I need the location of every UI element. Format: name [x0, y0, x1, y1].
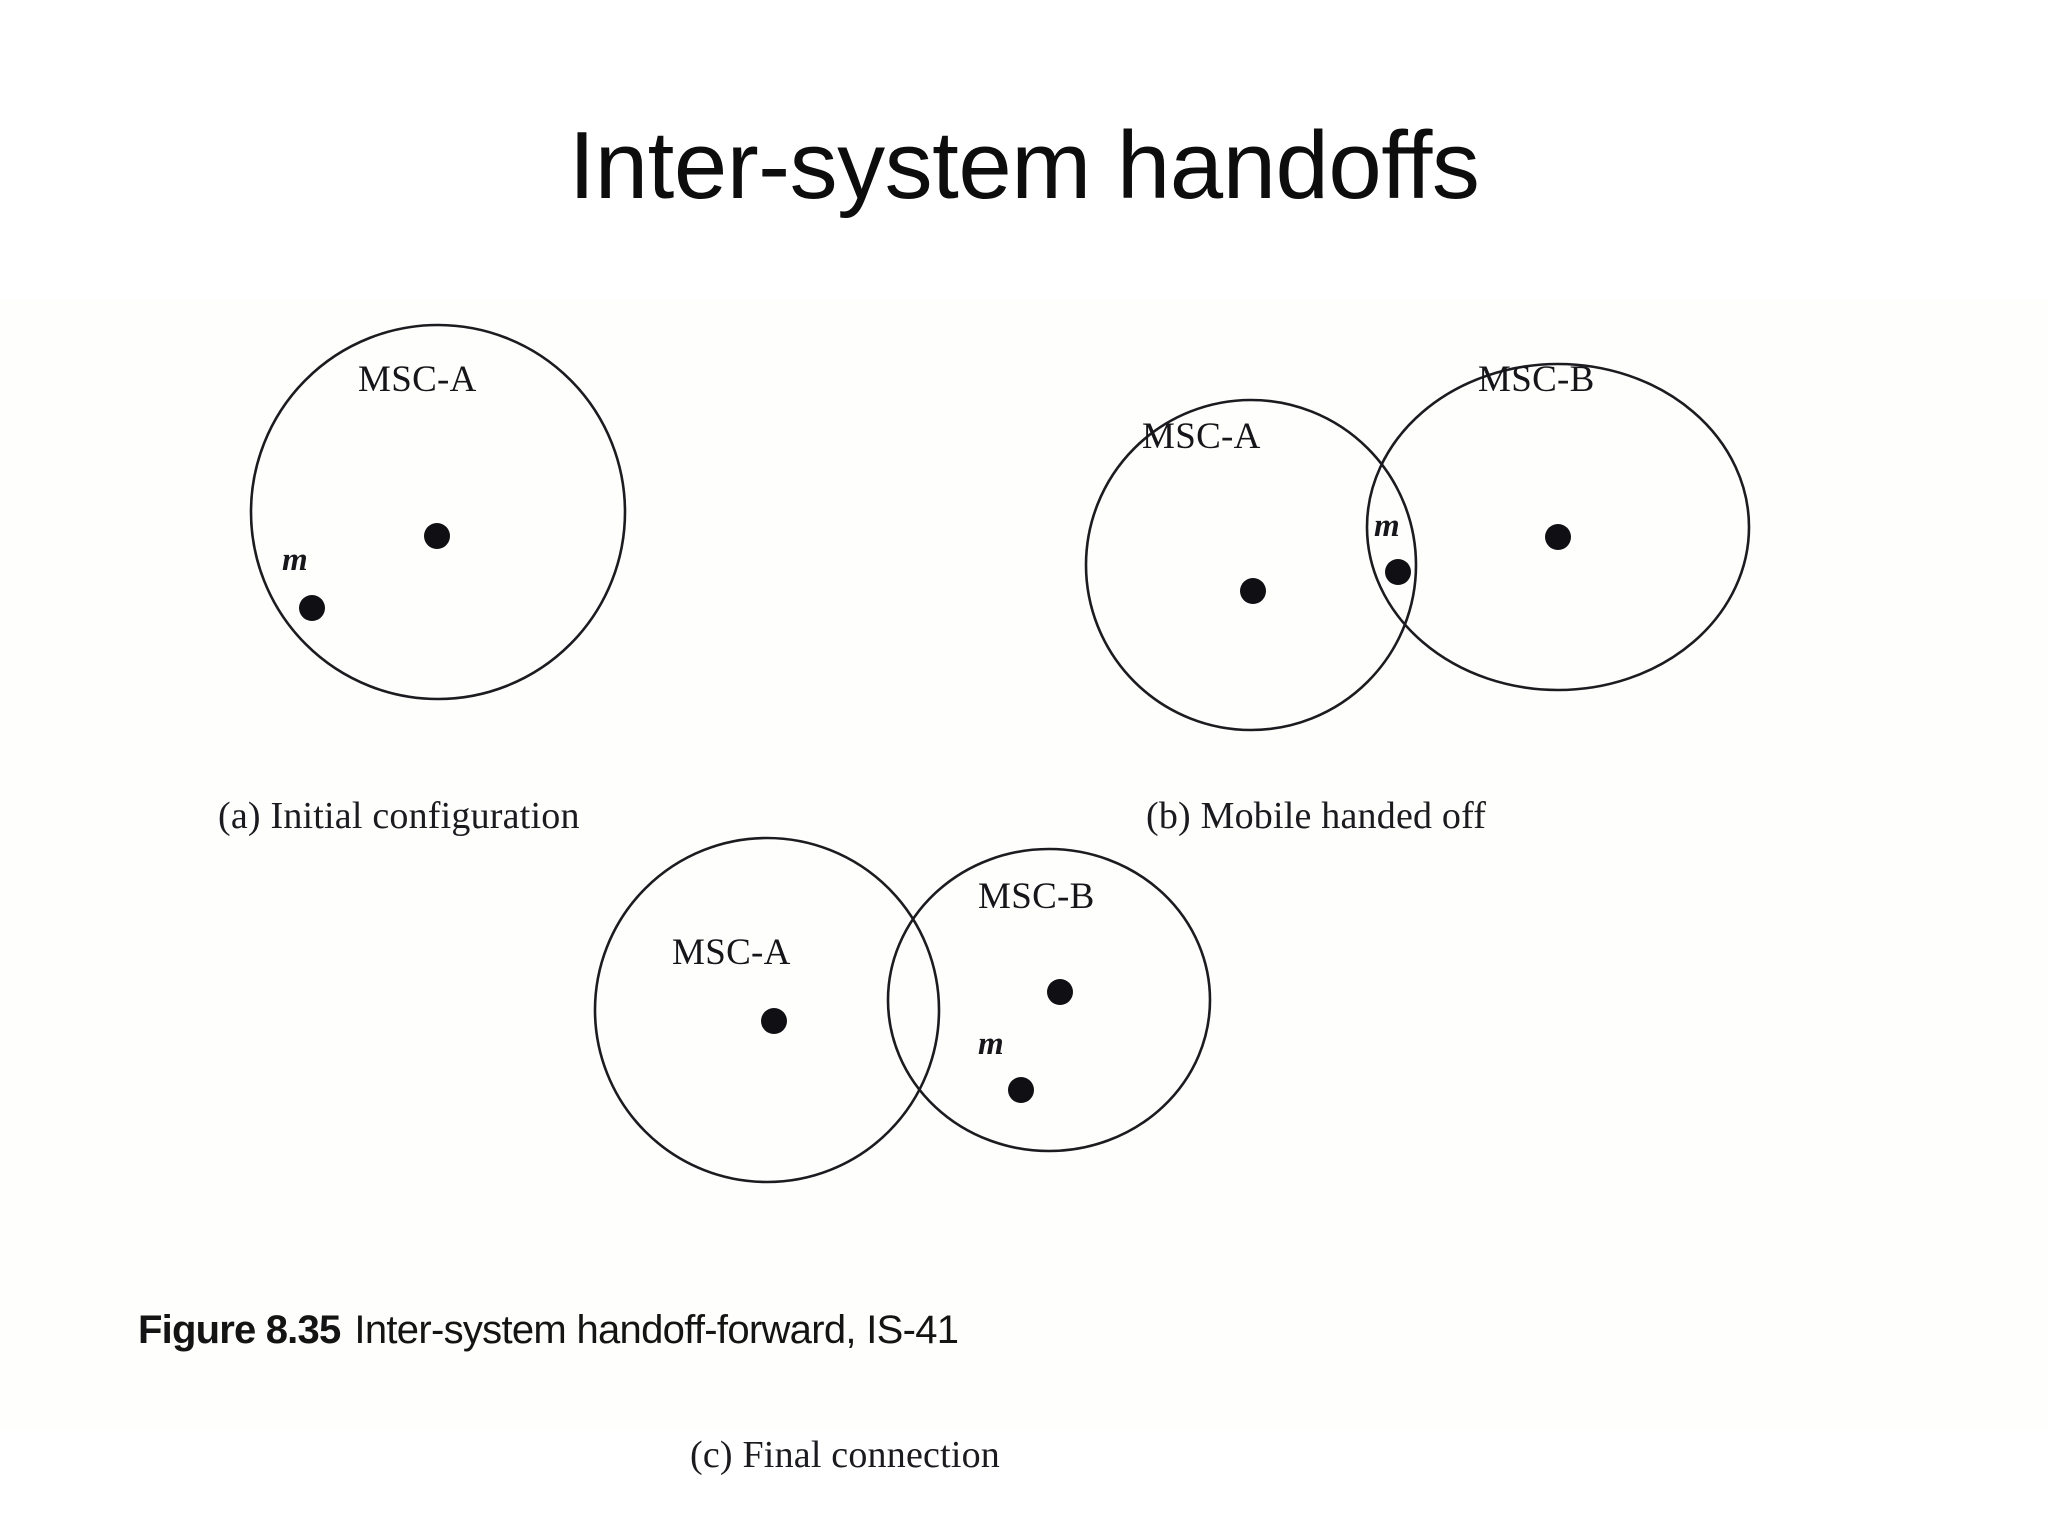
panel-c-msc-a-region: [593, 836, 941, 1184]
panel-c-group: [593, 836, 1212, 1184]
figure-caption-text: Inter-system handoff-forward, IS-41: [354, 1308, 959, 1352]
panel-a-caption: (a) Initial configuration: [218, 795, 580, 837]
page-title: Inter-system handoffs: [568, 112, 1480, 219]
panel-c-msc-b-label: MSC-B: [978, 876, 1095, 917]
figure-caption-label: Figure 8.35: [138, 1308, 341, 1352]
panel-a-mobile-label: m: [282, 542, 308, 578]
figure-canvas: MSC-A m (a) Initial configuration MSC-A …: [0, 300, 2048, 1476]
panel-b-msc-b-region: [1365, 362, 1751, 692]
panel-c-caption: (c) Final connection: [690, 1434, 1001, 1476]
panel-b-mobile-label: m: [1374, 508, 1400, 544]
panel-b-msc-b-dot: [1545, 524, 1571, 550]
panel-b-msc-a-dot: [1240, 578, 1266, 604]
panel-c-msc-a-label: MSC-A: [672, 932, 791, 973]
panel-a-msc-a-region: [249, 323, 627, 701]
panel-c-mobile-dot: [1008, 1077, 1034, 1103]
panel-b-group: [1084, 362, 1751, 732]
figure-diagram-svg: [249, 323, 1751, 1184]
panel-c-mobile-label: m: [978, 1026, 1004, 1062]
panel-b-caption: (b) Mobile handed off: [1146, 795, 1487, 837]
panel-c-msc-b-dot: [1047, 979, 1073, 1005]
panel-a-msc-a-label: MSC-A: [358, 359, 477, 400]
panel-a-msc-a-dot: [424, 523, 450, 549]
panel-a-group: [249, 323, 627, 701]
panel-c-msc-b-region: [886, 847, 1212, 1153]
panel-a-mobile-dot: [299, 595, 325, 621]
figure-caption: Figure 8.35 Inter-system handoff-forward,…: [138, 1308, 959, 1353]
panel-b-mobile-dot: [1385, 559, 1411, 585]
panel-c-msc-a-dot: [761, 1008, 787, 1034]
panel-b-msc-b-label: MSC-B: [1478, 359, 1595, 400]
panel-b-msc-a-label: MSC-A: [1142, 416, 1261, 457]
panel-b-msc-a-region: [1084, 398, 1418, 732]
